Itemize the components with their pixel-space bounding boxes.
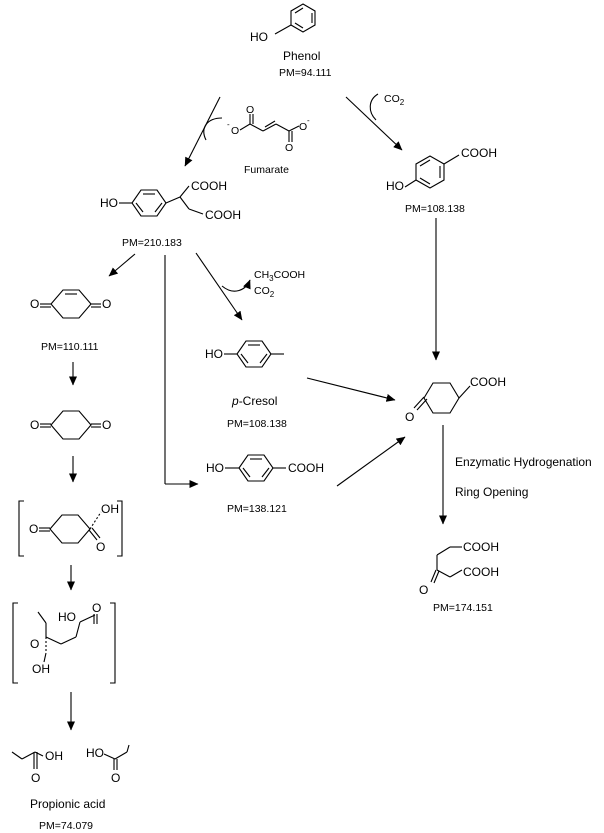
adduct-ho-label: HO <box>100 196 118 210</box>
arrow-adduct-to-quinone <box>108 253 136 277</box>
final-acid-structure: O COOH COOH <box>419 540 499 597</box>
arrow-phenol-to-hbz <box>345 96 403 151</box>
quinone-pm: PM=110.111 <box>41 341 99 353</box>
hbz-top-cooh: COOH <box>461 146 497 160</box>
ring-opening-label: Ring Opening <box>455 485 528 499</box>
adduct-cooh-bottom: COOH <box>205 208 241 222</box>
adduct-pm: PM=210.183 <box>122 237 182 249</box>
hbz-mid-pm: PM=138.121 <box>227 503 287 515</box>
hydroxybenzoic-mid-structure: HO COOH <box>206 454 324 482</box>
open-chain-oh-acid: OH <box>32 662 50 676</box>
hydroxyketone-o-right: O <box>96 540 105 554</box>
open-chain-ho: HO <box>58 610 76 624</box>
propionic-o-right: O <box>111 771 120 785</box>
fumarate-structure: O - O O O - <box>227 104 310 154</box>
hbz-top-pm: PM=108.138 <box>405 203 465 215</box>
fumarate-curved-arrow <box>203 117 223 141</box>
fumarate-o-top2: O <box>285 142 293 154</box>
final-acid-pm: PM=174.151 <box>433 602 493 614</box>
hbz-mid-ho: HO <box>206 461 224 475</box>
byproduct-co2: CO2 <box>254 285 275 299</box>
propionic-ho: HO <box>86 746 104 760</box>
cresol-ho: HO <box>205 347 223 361</box>
hbz-mid-cooh: COOH <box>288 461 324 475</box>
fumarate-label: Fumarate <box>244 164 289 176</box>
arrow-adduct-to-cresol <box>195 252 243 321</box>
phenol-name: Phenol <box>283 49 320 63</box>
final-acid-cooh-top: COOH <box>463 540 499 554</box>
hydroxyketone-o-left: O <box>29 522 38 536</box>
fumarate-o-right: O <box>299 121 307 133</box>
co2-curved-arrow <box>369 93 379 121</box>
p-cresol-structure: HO <box>205 340 284 368</box>
phenol-oh-label: HO <box>250 30 268 44</box>
phenol-pm: PM=94.111 <box>279 67 332 79</box>
co2-top-label: CO2 <box>384 93 405 107</box>
succinate-adduct-structure: HO COOH COOH <box>100 179 241 222</box>
cyclohexanone-acid-structure: COOH O <box>405 375 506 424</box>
propionic-o-left: O <box>31 771 40 785</box>
cyclohexanone-o: O <box>405 410 414 424</box>
open-chain-o-acid: O <box>92 601 101 615</box>
diketone-o-left: O <box>30 418 39 432</box>
propionic-acid-structure: OH O HO O <box>11 744 130 785</box>
byproduct-acetic: CH3COOH <box>254 269 305 283</box>
fumarate-o-top1: O <box>246 104 254 116</box>
arrow-phenol-to-adduct <box>184 96 221 167</box>
open-chain-structure: HO O O OH <box>12 601 116 684</box>
quinone-o-left: O <box>30 297 39 311</box>
byproduct-curved-arrow <box>221 279 251 292</box>
arrow-cresol-to-cyclohexanone <box>306 377 396 402</box>
cyclohexanone-cooh: COOH <box>470 375 506 389</box>
phenol-structure: HO <box>250 3 316 44</box>
hydroxyketone-structure: O OH O <box>18 500 123 557</box>
propionic-name: Propionic acid <box>30 797 105 811</box>
propionic-oh: OH <box>45 749 63 763</box>
quinone-o-right: O <box>102 297 111 311</box>
open-chain-o-ketone: O <box>30 637 39 651</box>
hbz-top-ho: HO <box>386 179 404 193</box>
quinone-structure: O O <box>30 289 111 319</box>
final-acid-cooh-bottom: COOH <box>463 565 499 579</box>
propionic-pm: PM=74.079 <box>39 820 93 832</box>
hydroxybenzoic-top-structure: HO COOH <box>386 146 497 193</box>
diketone-structure: O O <box>30 410 111 440</box>
enzymatic-hydrogenation-label: Enzymatic Hydrogenation <box>455 455 592 469</box>
arrow-hbz-mid-to-cyclohexanone <box>336 436 406 487</box>
reaction-arrows <box>67 96 447 731</box>
diketone-o-right: O <box>102 418 111 432</box>
fumarate-minus-right: - <box>307 116 310 125</box>
final-acid-o: O <box>419 583 428 597</box>
fumarate-o-left: O <box>231 125 239 137</box>
cresol-name: p-Cresol <box>231 394 277 408</box>
adduct-cooh-top: COOH <box>191 179 227 193</box>
cresol-pm: PM=108.138 <box>227 418 287 430</box>
hydroxyketone-oh: OH <box>101 502 119 516</box>
fumarate-minus-left: - <box>227 120 230 129</box>
